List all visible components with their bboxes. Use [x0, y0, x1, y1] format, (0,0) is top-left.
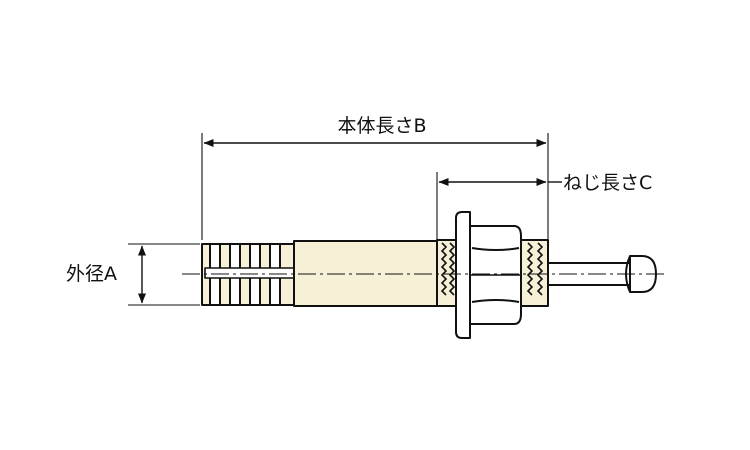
washer — [455, 211, 471, 339]
thread-length-label: ねじ長さC — [563, 172, 652, 194]
extension-lines — [128, 133, 549, 306]
body-length-label: 本体長さB — [337, 115, 426, 137]
hex-nut — [469, 225, 522, 325]
outer-diameter-label: 外径A — [66, 263, 117, 285]
